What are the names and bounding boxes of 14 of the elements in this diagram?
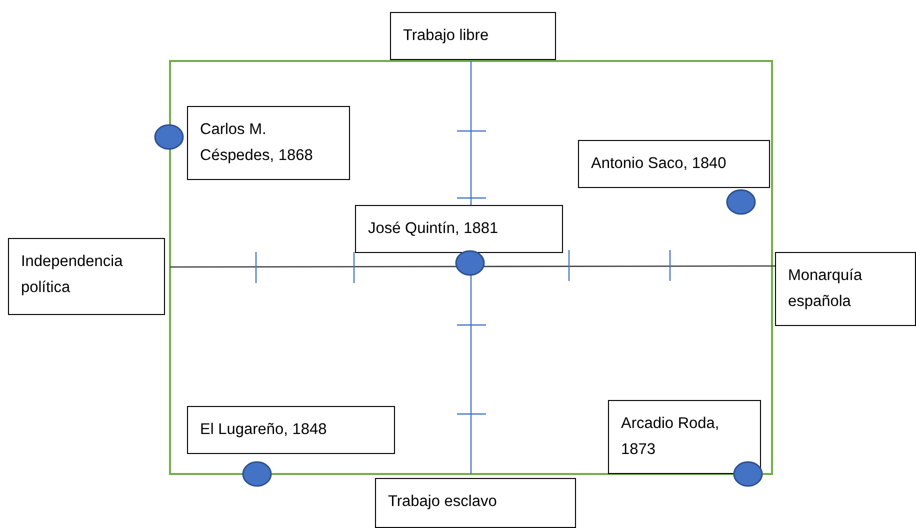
axis-label: Trabajo libre: [390, 12, 556, 60]
person-label-box: Carlos M. Céspedes, 1868: [187, 106, 350, 180]
position-dot: [154, 124, 184, 150]
person-label-box: Antonio Saco, 1840: [578, 140, 770, 188]
axis-label: Monarquía española: [775, 252, 916, 326]
person-label-box: José Quintín, 1881: [355, 205, 563, 253]
position-dot: [455, 250, 485, 276]
position-dot: [242, 461, 272, 487]
axis-label: Independencia política: [8, 238, 165, 315]
position-dot: [726, 189, 756, 215]
person-label-box: El Lugareño, 1848: [187, 406, 395, 454]
person-label-box: Arcadio Roda, 1873: [608, 400, 761, 474]
axis-label: Trabajo esclavo: [375, 478, 576, 528]
position-dot: [733, 461, 763, 487]
